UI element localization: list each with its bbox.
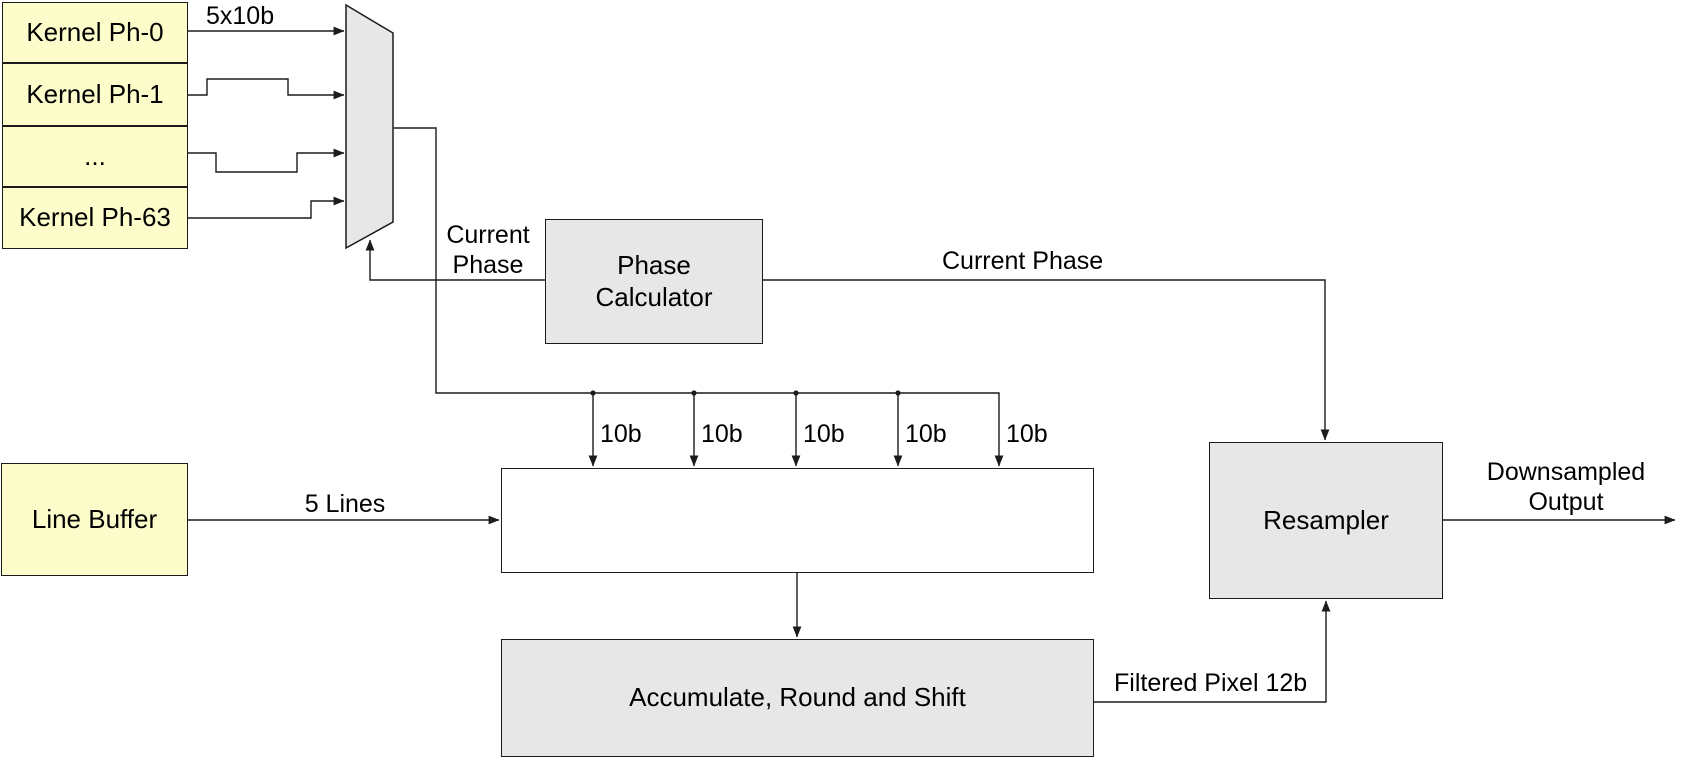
junction-dot: [691, 390, 697, 396]
label-coeff-bits-2: 10b: [701, 420, 743, 448]
block-kernel-ellipsis: ...: [2, 126, 188, 187]
junction-dot: [895, 390, 901, 396]
block-phase-calculator: Phase Calculator: [545, 219, 763, 344]
mux-trapezoid: [345, 3, 394, 250]
junction-dot: [590, 390, 596, 396]
label-coeff-bits-5: 10b: [1006, 420, 1048, 448]
block-kernel-ph0: Kernel Ph-0: [2, 2, 188, 63]
label-current-phase-mux: Current Phase: [446, 221, 530, 279]
label-coeff-bits-1: 10b: [600, 420, 642, 448]
block-resampler: Resampler: [1209, 442, 1443, 599]
wire-current-phase-to-resampler: [763, 279, 1330, 441]
junction-dots: [590, 390, 901, 396]
label-downsampled-output: Downsampled Output: [1486, 458, 1646, 516]
label-filtered-pixel: Filtered Pixel 12b: [1114, 669, 1308, 697]
wire-filtered-pixel-to-resampler: [1094, 600, 1331, 703]
wire-kernel-ellipsis-to-mux: [188, 148, 345, 173]
label-line-buffer-bus: 5 Lines: [304, 490, 386, 518]
label-coeff-bits-4: 10b: [905, 420, 947, 448]
block-line-buffer: Line Buffer: [1, 463, 188, 576]
wire-current-phase-to-mux: [365, 239, 545, 281]
wire-kernel-ph1-to-mux: [188, 78, 345, 100]
label-current-phase-resampler: Current Phase: [942, 247, 1104, 275]
wire-kernel-ph63-to-mux: [188, 196, 345, 219]
block-kernel-ph1: Kernel Ph-1: [2, 63, 188, 126]
junction-dot: [793, 390, 799, 396]
label-coeff-bits-3: 10b: [803, 420, 845, 448]
block-multiplier-array: [501, 468, 1094, 573]
label-kernel-bus-width: 5x10b: [206, 2, 275, 30]
block-accumulate-round-shift: Accumulate, Round and Shift: [501, 639, 1094, 757]
wire-mux-output-trunk: [394, 127, 1004, 467]
block-kernel-ph63: Kernel Ph-63: [2, 187, 188, 249]
